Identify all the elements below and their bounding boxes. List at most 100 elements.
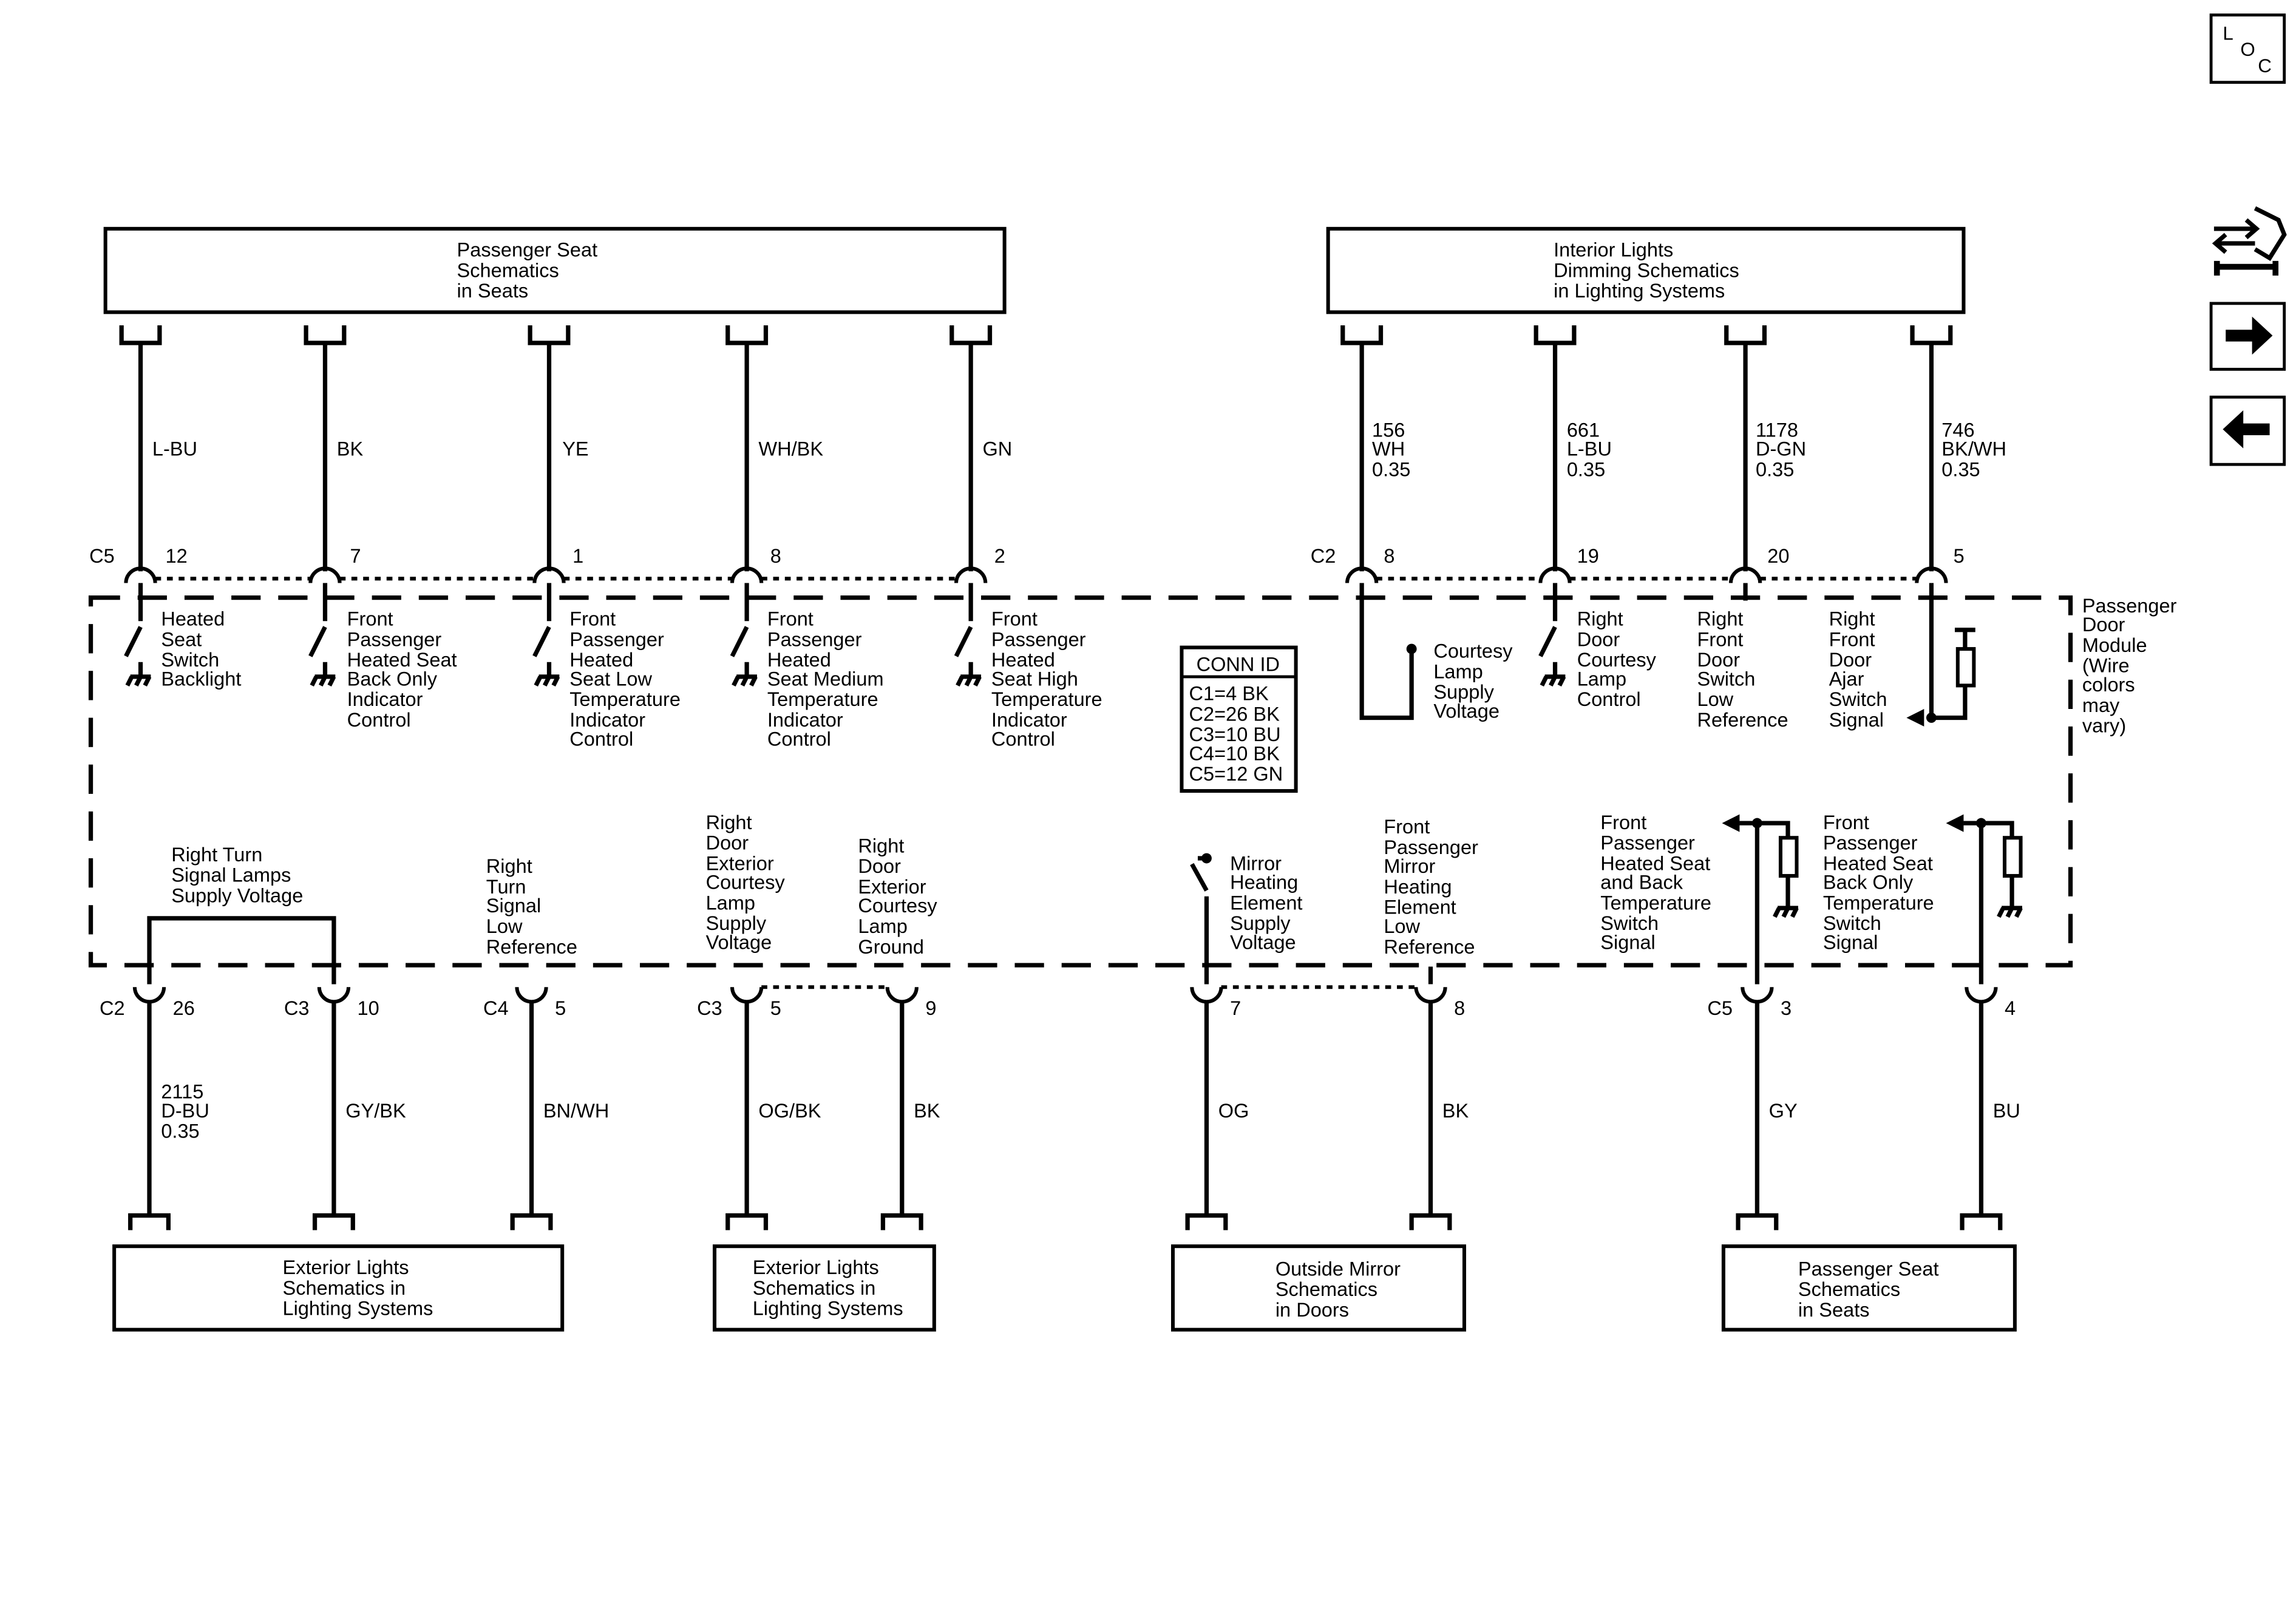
function-right-turn-signal-lamps-supply: Right Turn Signal Lamps Supply Voltage [171,844,303,907]
pin-1: 1 [572,545,583,567]
svg-text:Outside Mirror: Outside Mirror [1275,1258,1401,1280]
svg-text:(Wire: (Wire [2082,655,2130,677]
svg-text:156: 156 [1372,419,1405,441]
wire-color-ye: YE [562,438,588,460]
svg-text:Heated: Heated [991,649,1055,671]
function-mirror-heating-supply: Mirror Heating Element Supply Voltage [1230,852,1302,953]
wire-color-gy-bk: GY/BK [345,1100,406,1122]
svg-text:0.35: 0.35 [1567,458,1605,480]
function-right-front-door-switch-low-reference: Right Front Door Switch Low Reference [1697,608,1788,731]
connector-c2-top: C2 [1311,545,1336,567]
svg-text:Exterior Lights: Exterior Lights [283,1256,409,1278]
arrow-left-icon[interactable] [2209,395,2286,466]
svg-text:in Seats: in Seats [1798,1299,1870,1321]
svg-text:Supply: Supply [706,912,767,934]
svg-text:Mirror: Mirror [1230,852,1282,874]
wire-label-746: 746 BK/WH 0.35 [1941,419,2006,480]
function-heated-seat-and-back-temperature-signal: Front Passenger Heated Seat and Back Tem… [1600,812,1711,954]
svg-text:1178: 1178 [1756,419,1798,441]
exterior-lights-schematics-box-2[interactable]: Exterior Lights Schematics in Lighting S… [713,1244,936,1332]
svg-text:0.35: 0.35 [1941,458,1980,480]
pin-7-c3: 7 [1230,997,1241,1019]
wire-color-og: OG [1218,1100,1249,1122]
svg-text:Turn: Turn [486,876,526,898]
pin-5-c4: 5 [555,997,566,1019]
svg-text:Switch: Switch [1829,688,1887,710]
svg-text:Front: Front [1600,812,1646,833]
svg-text:Element: Element [1384,897,1456,918]
connector-c2-bottom: C2 [100,997,125,1019]
loc-icon[interactable]: L O C [2209,13,2286,84]
svg-text:Passenger Seat: Passenger Seat [457,239,598,261]
svg-text:in Seats: in Seats [457,280,529,302]
svg-text:Door: Door [706,832,749,854]
interior-lights-schematics-box[interactable]: Interior Lights Dimming Schematics in Li… [1326,226,1966,314]
svg-text:Schematics in: Schematics in [283,1277,406,1299]
svg-text:Passenger: Passenger [767,628,862,650]
svg-text:Passenger: Passenger [569,628,664,650]
svg-text:Right: Right [1829,608,1875,630]
exterior-lights-schematics-box-1[interactable]: Exterior Lights Schematics in Lighting S… [112,1244,565,1332]
svg-text:L: L [2223,23,2233,44]
svg-text:and Back: and Back [1600,872,1683,893]
arrow-right-icon[interactable] [2209,302,2286,371]
function-medium-temperature-indicator-control: Front Passenger Heated Seat Medium Tempe… [767,608,884,750]
wire-color-bk-9: BK [914,1100,940,1122]
svg-text:C3=10 BU: C3=10 BU [1189,724,1281,745]
svg-text:Seat Low: Seat Low [569,668,652,690]
svg-text:Ground: Ground [858,936,924,958]
svg-text:Signal: Signal [1829,709,1884,731]
svg-text:Heating: Heating [1384,876,1452,898]
svg-text:Switch: Switch [1823,912,1881,934]
svg-text:C5=12 GN: C5=12 GN [1189,763,1283,785]
svg-text:0.35: 0.35 [1756,458,1794,480]
svg-text:Supply: Supply [1433,681,1494,703]
svg-text:Back Only: Back Only [1823,872,1914,893]
passenger-door-module-label: Passenger Door Module (Wire colors may v… [2082,595,2177,737]
svg-text:Low: Low [1384,915,1420,937]
svg-text:2115: 2115 [161,1081,203,1103]
passenger-seat-schematics-box-bottom[interactable]: Passenger Seat Schematics in Seats [1721,1244,2017,1332]
svg-text:Front: Front [1823,812,1869,833]
svg-text:Reference: Reference [1697,709,1788,731]
pin-12: 12 [166,545,188,567]
pin-20: 20 [1767,545,1789,567]
svg-text:Signal Lamps: Signal Lamps [171,864,291,886]
svg-text:Front: Front [1829,628,1875,650]
svg-text:Indicator: Indicator [767,709,843,731]
wire-color-bn-wh: BN/WH [543,1100,609,1122]
svg-text:Exterior: Exterior [706,852,774,874]
svg-text:Seat: Seat [161,628,202,650]
svg-text:Switch: Switch [1600,912,1659,934]
svg-text:Lighting Systems: Lighting Systems [283,1298,433,1320]
svg-text:Courtesy: Courtesy [858,895,937,917]
svg-text:Courtesy: Courtesy [1577,649,1657,671]
svg-text:CONN ID: CONN ID [1197,653,1280,675]
svg-text:Backlight: Backlight [161,668,241,690]
passenger-seat-schematics-box-top[interactable]: Passenger Seat Schematics in Seats [103,226,1007,314]
wire-color-l-bu: L-BU [152,438,197,460]
svg-text:Passenger: Passenger [1384,836,1478,858]
svg-text:Exterior Lights: Exterior Lights [753,1256,879,1278]
svg-text:Passenger: Passenger [347,628,442,650]
svg-text:Schematics: Schematics [457,259,559,281]
svg-text:Supply: Supply [1230,912,1291,934]
outside-mirror-schematics-box[interactable]: Outside Mirror Schematics in Doors [1170,1244,1467,1332]
svg-text:Lamp: Lamp [858,915,907,937]
svg-text:Ajar: Ajar [1829,668,1864,690]
wrench-arrows-icon[interactable] [2212,206,2287,276]
svg-text:Right Turn: Right Turn [171,844,262,866]
svg-text:Schematics: Schematics [1275,1278,1377,1300]
svg-text:Front: Front [569,608,616,630]
svg-text:C4=10 BK: C4=10 BK [1189,742,1280,764]
wire-color-gy: GY [1769,1100,1798,1122]
svg-text:Passenger: Passenger [1823,832,1918,854]
svg-text:Signal: Signal [486,895,541,917]
svg-text:Dimming Schematics: Dimming Schematics [1554,259,1739,281]
function-courtesy-lamp-supply-voltage: Courtesy Lamp Supply Voltage [1433,640,1513,722]
svg-text:0.35: 0.35 [161,1120,199,1142]
svg-text:Lamp: Lamp [1577,668,1626,690]
svg-text:661: 661 [1567,419,1600,441]
function-right-door-courtesy-lamp-control: Right Door Courtesy Lamp Control [1577,608,1657,711]
svg-text:Right: Right [1577,608,1623,630]
